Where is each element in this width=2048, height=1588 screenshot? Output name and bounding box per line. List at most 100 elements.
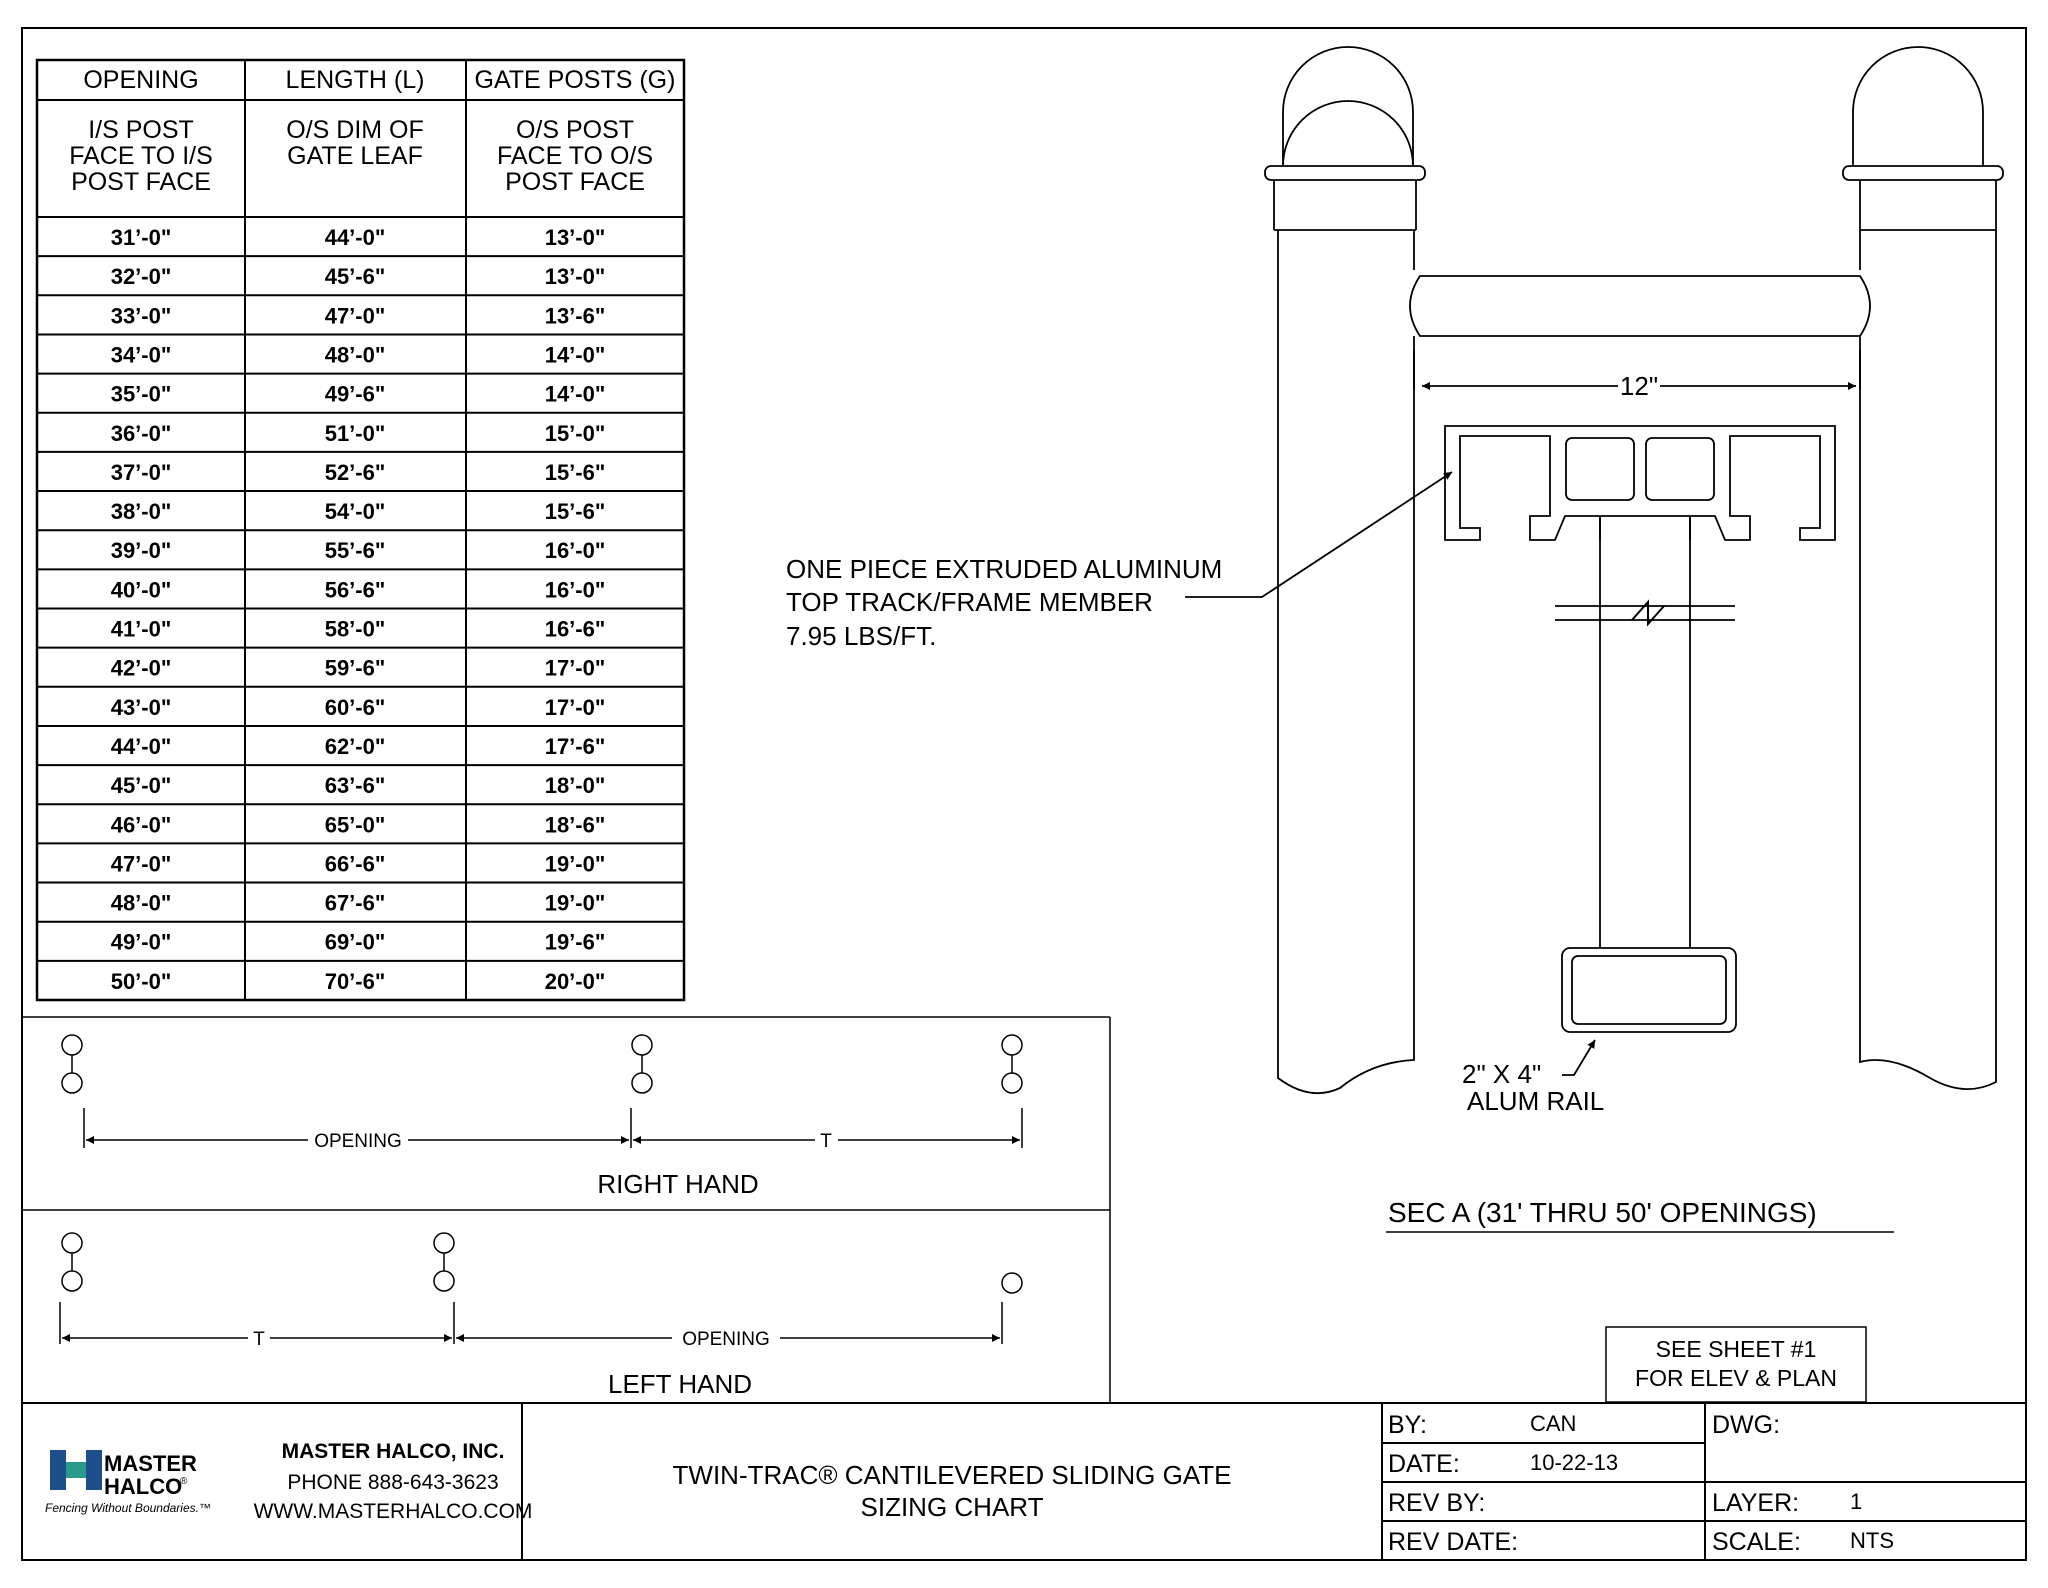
header-opening: OPENING [83, 66, 198, 94]
gate-posts-cell: 20’-0" [545, 969, 606, 994]
subheader-opening-3: POST FACE [71, 168, 211, 196]
opening-cell: 44’-0" [111, 734, 172, 759]
subheader-posts-2: FACE TO O/S [497, 142, 653, 170]
opening-cell: 42’-0" [111, 656, 172, 681]
callout-line-2: TOP TRACK/FRAME MEMBER [786, 587, 1153, 617]
gate-posts-cell: 13’-0" [545, 225, 606, 250]
gate-posts-cell: 13’-6" [545, 303, 606, 328]
length-cell: 62’-0" [325, 734, 386, 759]
length-cell: 67’-6" [325, 891, 386, 916]
length-cell: 56’-6" [325, 577, 386, 602]
length-cell: 47’-0" [325, 303, 386, 328]
length-cell: 54’-0" [325, 499, 386, 524]
opening-cell: 47’-0" [111, 851, 172, 876]
plan-views: OPENING T RIGHT HAND T OPENING LEFT HAND [22, 1016, 1111, 1402]
header-gate-posts: GATE POSTS (G) [475, 66, 676, 94]
gate-posts-cell: 15’-6" [545, 460, 606, 485]
lh-opening-label: OPENING [682, 1329, 770, 1350]
opening-cell: 46’-0" [111, 812, 172, 837]
length-cell: 66’-6" [325, 851, 386, 876]
gate-posts-cell: 14’-0" [545, 382, 606, 407]
section-a-drawing [1185, 46, 2004, 1095]
rail-label-size: 2" X 4" [1462, 1059, 1541, 1089]
opening-cell: 32’-0" [111, 264, 172, 289]
master-halco-logo: MASTER HALCO ® Fencing Without Boundarie… [45, 1450, 211, 1515]
gate-posts-cell: 17’-0" [545, 656, 606, 681]
length-cell: 52’-6" [325, 460, 386, 485]
subheader-posts-1: O/S POST [516, 116, 634, 144]
see-sheet-line-1: SEE SHEET #1 [1656, 1336, 1817, 1362]
company-website: WWW.MASTERHALCO.COM [254, 1500, 533, 1523]
drawing-title-line-2: SIZING CHART [861, 1492, 1044, 1522]
section-title: SEC A (31' THRU 50' OPENINGS) [1388, 1197, 1817, 1228]
length-cell: 49’-6" [325, 382, 386, 407]
rail-label-text: ALUM RAIL [1467, 1086, 1604, 1116]
callout-line-3: 7.95 LBS/FT. [786, 621, 936, 651]
layer-value: 1 [1850, 1489, 1862, 1514]
opening-cell: 50’-0" [111, 969, 172, 994]
opening-cell: 41’-0" [111, 617, 172, 642]
layer-label: LAYER: [1712, 1489, 1799, 1517]
left-hand-plan [59, 1232, 1023, 1344]
logo-line-2: HALCO [104, 1474, 182, 1499]
date-value: 10-22-13 [1530, 1450, 1618, 1475]
gate-posts-cell: 16’-6" [545, 617, 606, 642]
opening-cell: 39’-0" [111, 538, 172, 563]
gate-posts-cell: 14’-0" [545, 342, 606, 367]
opening-cell: 43’-0" [111, 695, 172, 720]
sizing-table: OPENING LENGTH (L) GATE POSTS (G) I/S PO… [35, 58, 686, 1002]
right-hand-caption: RIGHT HAND [597, 1169, 758, 1199]
opening-cell: 31’-0" [111, 225, 172, 250]
gate-posts-cell: 15’-0" [545, 421, 606, 446]
length-cell: 44’-0" [325, 225, 386, 250]
see-sheet-line-2: FOR ELEV & PLAN [1635, 1365, 1837, 1391]
gate-posts-cell: 17’-0" [545, 695, 606, 720]
drawing-title-line-1: TWIN-TRAC® CANTILEVERED SLIDING GATE [673, 1460, 1232, 1490]
lh-t-label: T [253, 1329, 265, 1350]
gate-posts-cell: 16’-0" [545, 577, 606, 602]
length-cell: 51’-0" [325, 421, 386, 446]
gate-posts-cell: 17’-6" [545, 734, 606, 759]
by-label: BY: [1388, 1411, 1427, 1439]
subheader-opening-1: I/S POST [88, 116, 194, 144]
opening-cell: 49’-0" [111, 930, 172, 955]
width-dimension: 12" [1620, 371, 1658, 401]
left-hand-caption: LEFT HAND [608, 1369, 752, 1399]
table-body: 31’-0"44’-0"13’-0"32’-0"45’-6"13’-0"33’-… [111, 225, 606, 994]
gate-posts-cell: 13’-0" [545, 264, 606, 289]
opening-cell: 45’-0" [111, 773, 172, 798]
opening-cell: 34’-0" [111, 342, 172, 367]
length-cell: 48’-0" [325, 342, 386, 367]
subheader-posts-3: POST FACE [505, 168, 645, 196]
date-label: DATE: [1388, 1450, 1460, 1478]
gate-posts-cell: 18’-6" [545, 812, 606, 837]
length-cell: 70’-6" [325, 969, 386, 994]
gate-posts-cell: 19’-0" [545, 891, 606, 916]
dwg-label: DWG: [1712, 1411, 1780, 1439]
opening-cell: 38’-0" [111, 499, 172, 524]
rh-opening-label: OPENING [314, 1131, 402, 1152]
length-cell: 55’-6" [325, 538, 386, 563]
logo-mark: ® [180, 1476, 188, 1487]
logo-tagline: Fencing Without Boundaries.™ [45, 1501, 211, 1515]
length-cell: 45’-6" [325, 264, 386, 289]
rev-date-label: REV DATE: [1388, 1528, 1518, 1556]
sheet-border [21, 27, 2027, 1561]
by-value: CAN [1530, 1411, 1576, 1436]
subheader-length-2: GATE LEAF [287, 142, 423, 170]
rev-by-label: REV BY: [1388, 1489, 1485, 1517]
gate-posts-cell: 19’-0" [545, 851, 606, 876]
gate-posts-cell: 19’-6" [545, 930, 606, 955]
length-cell: 69’-0" [325, 930, 386, 955]
opening-cell: 36’-0" [111, 421, 172, 446]
subheader-length-1: O/S DIM OF [286, 116, 424, 144]
opening-cell: 40’-0" [111, 577, 172, 602]
length-cell: 58’-0" [325, 617, 386, 642]
logo-line-1: MASTER [104, 1451, 197, 1476]
scale-label: SCALE: [1712, 1528, 1801, 1556]
length-cell: 63’-6" [325, 773, 386, 798]
gate-posts-cell: 18’-0" [545, 773, 606, 798]
company-name: MASTER HALCO, INC. [282, 1440, 505, 1463]
gate-posts-cell: 15’-6" [545, 499, 606, 524]
